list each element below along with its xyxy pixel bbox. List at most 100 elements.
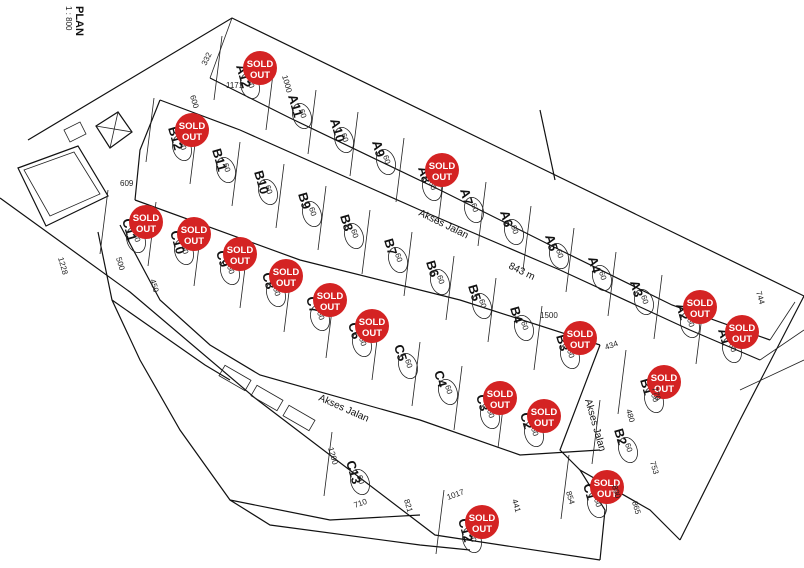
lot-divider [213,35,223,101]
sold-out-line1: SOLD [273,267,300,278]
sold-out-line1: SOLD [531,407,558,418]
sold-out-circle [223,237,257,271]
sold-out-circle [243,51,277,85]
dimension-label: 710 [353,497,369,510]
house-number: 60 [727,342,738,354]
lot-divider [477,181,487,247]
sold-out-line2: OUT [320,302,340,313]
lot-divider [361,209,371,275]
house-number: 60 [477,298,488,310]
sold-out-line1: SOLD [181,225,208,236]
house-number: 60 [357,336,368,348]
lot-divider [435,489,445,555]
house-footprint [504,219,524,245]
sold-out-line2: OUT [276,278,296,289]
house-number: 60 [469,202,480,214]
dimension-label: 441 [510,498,522,514]
house-number: 60 [509,224,520,236]
dimension-label: 600 [188,94,200,110]
lot-label: A11 [285,93,306,119]
lot-divider [533,305,543,371]
dimension-label: 890 [610,484,622,500]
dimension-label: 480 [624,408,636,424]
sold-out-circle [177,217,211,251]
sold-out-circle [425,153,459,187]
lot-label: A5 [542,233,561,253]
lot-divider [403,231,413,297]
dimension-label: 332 [200,50,214,66]
lot-label: B2 [611,427,630,447]
entrance-area [17,111,133,227]
sold-out-line2: OUT [250,70,270,81]
house-footprint [398,353,418,379]
sold-out-circle [175,113,209,147]
road-label-lower: Akses Jalan [317,393,371,425]
house-number: 60 [225,264,236,276]
sold-out-line2: OUT [597,489,617,500]
lot-label: B7 [381,237,400,257]
lot-divider [145,97,155,163]
house-number: 60 [597,270,608,282]
sold-out-circle [355,309,389,343]
lot-divider [560,454,570,520]
lot-divider [349,111,359,177]
house-number: 60 [339,132,350,144]
sold-out-line1: SOLD [133,213,160,224]
house-number: 60 [179,244,190,256]
lot-label: B4 [507,305,526,326]
sold-out-line2: OUT [136,224,156,235]
site-boundary [0,17,804,561]
house-number: 60 [519,320,530,332]
lot-divider [323,431,333,497]
lot-label: A9 [369,139,388,159]
house-number: 60 [297,108,308,120]
house-number: 60 [271,286,282,298]
lot-label: B6 [423,259,442,279]
house-footprint [592,265,612,291]
sold-out-line2: OUT [534,418,554,429]
house-number: 60 [592,497,603,509]
house-footprint [376,149,396,175]
sold-out-line1: SOLD [729,323,756,334]
